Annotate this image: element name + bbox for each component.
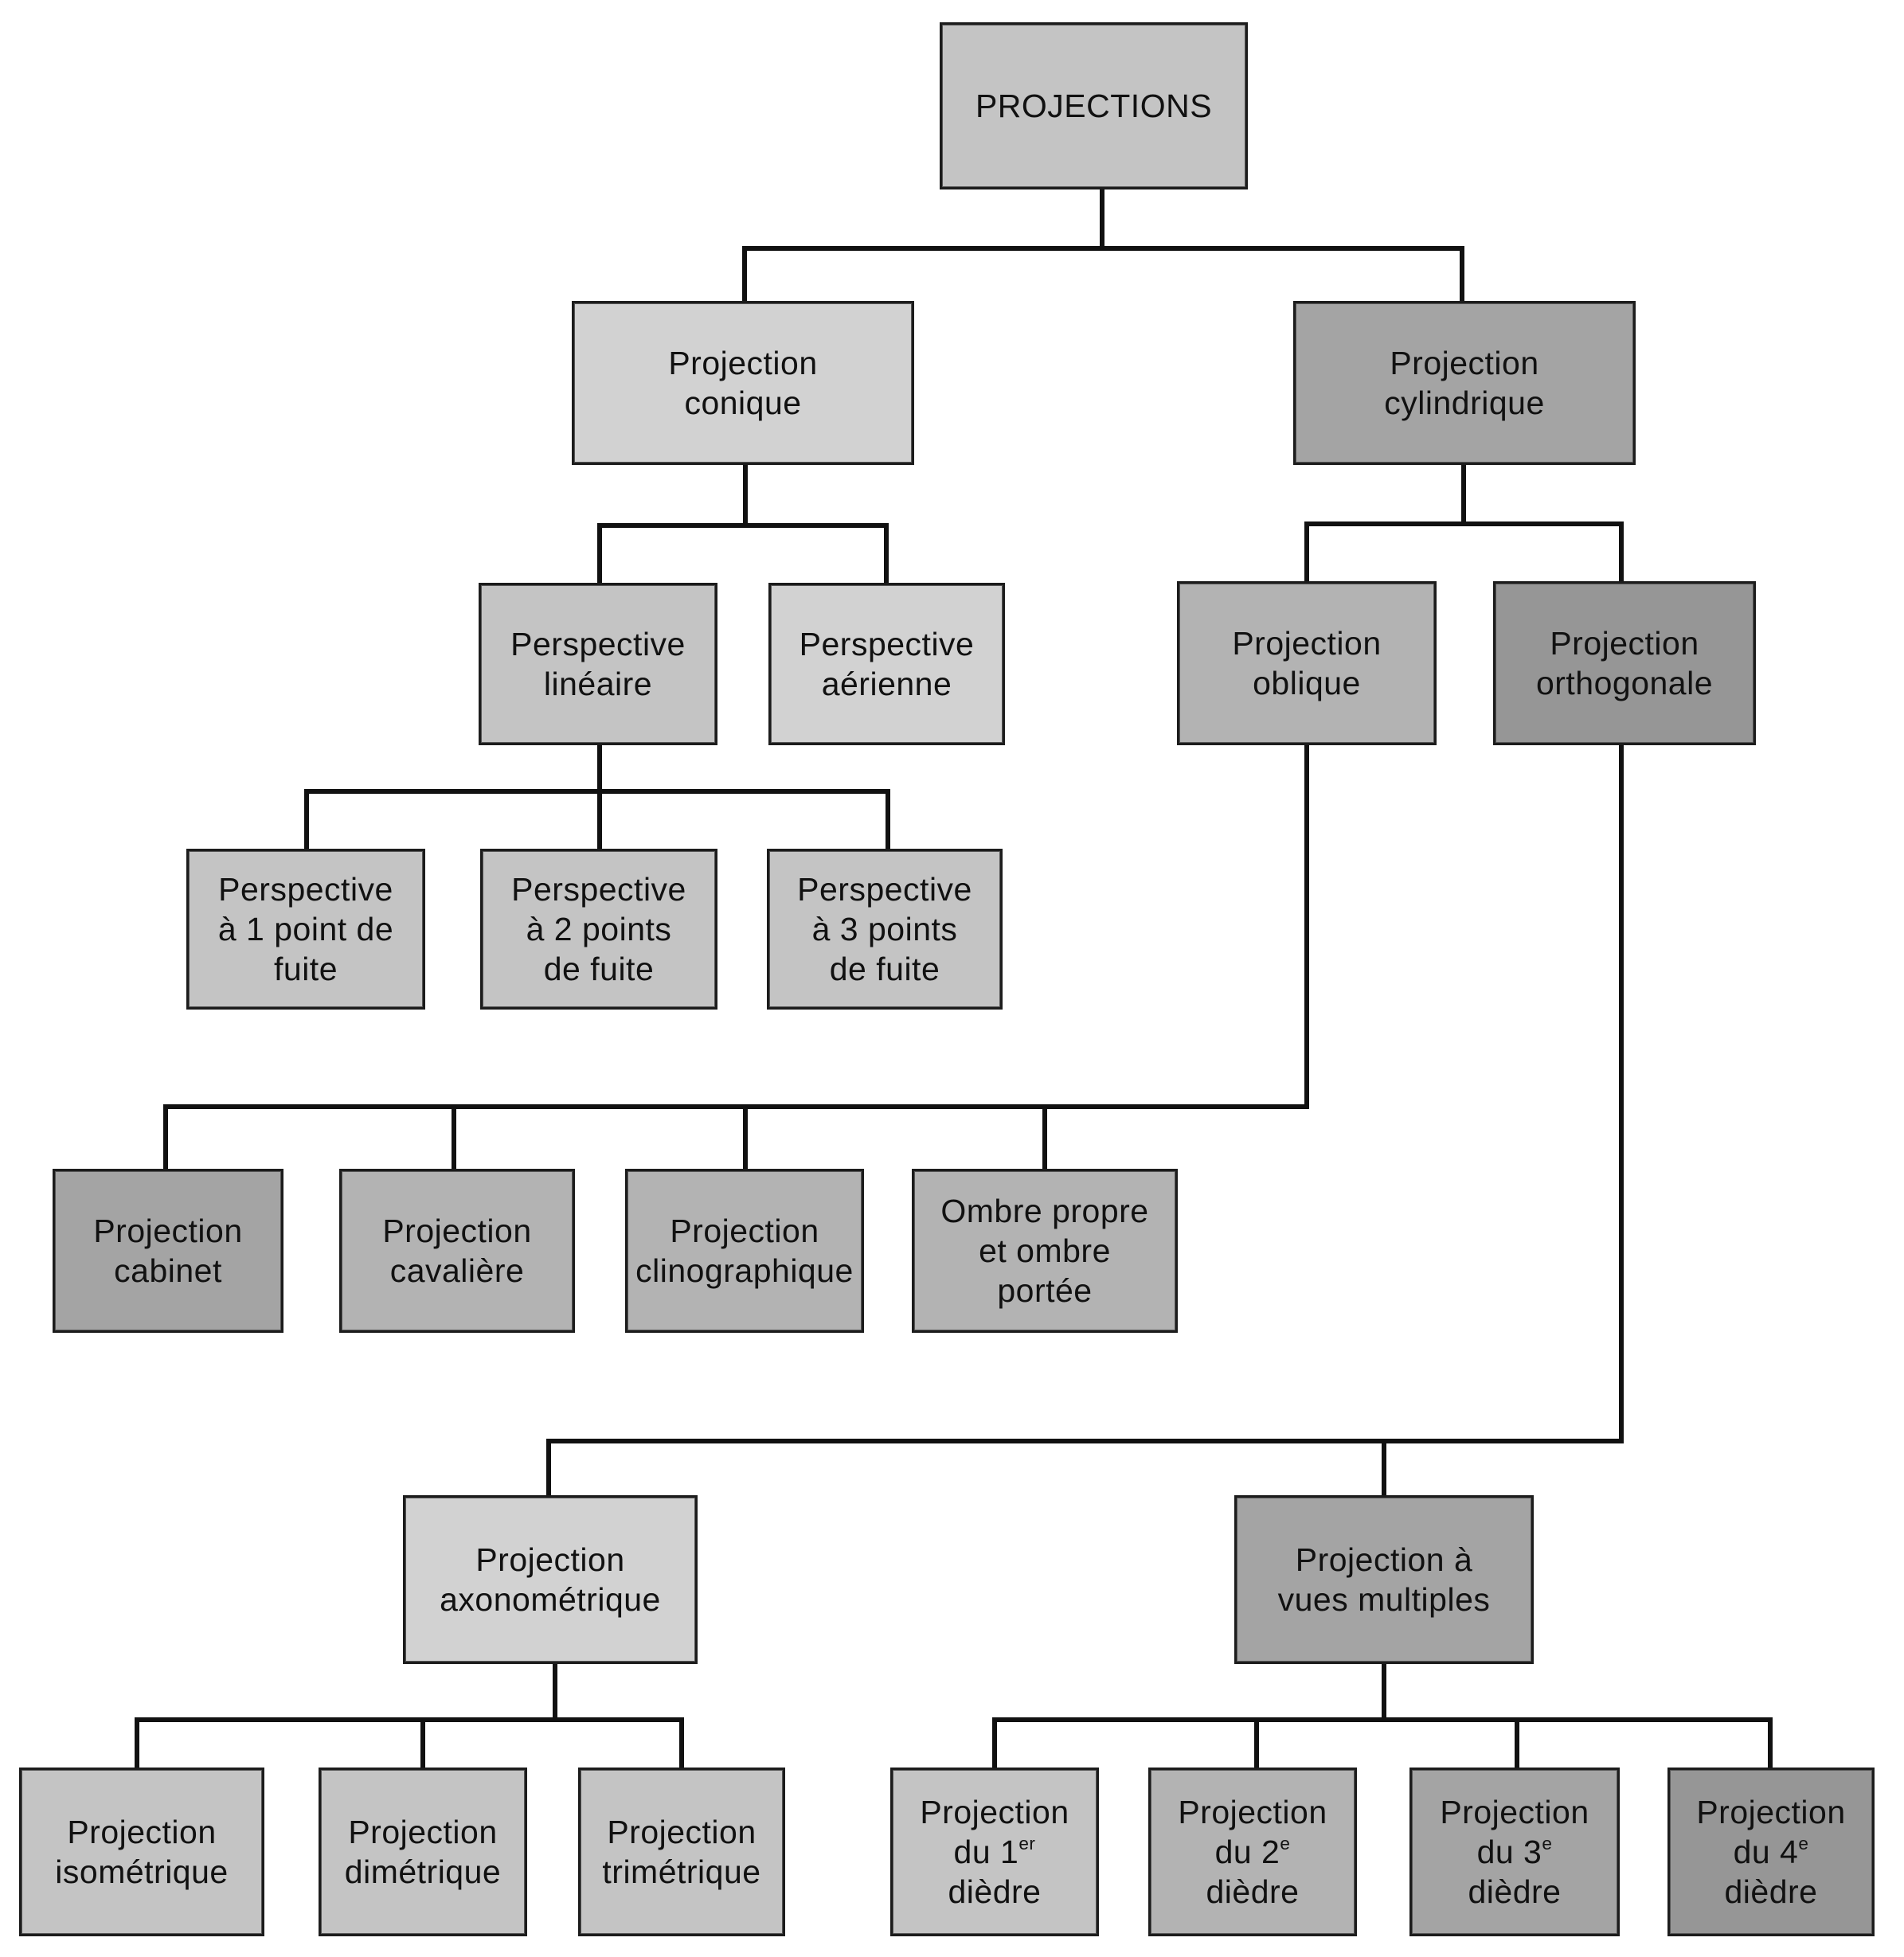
diedre-4-line2: du 4 [1733,1833,1799,1870]
node-projection-oblique: Projection oblique [1177,581,1437,745]
connector-cylindrique-orthogonale [1461,521,1624,585]
node-projection-1er-diedre: Projection du 1er dièdre [890,1768,1099,1936]
diedre-4-line3: dièdre [1724,1873,1818,1910]
diedre-1-sup: er [1018,1834,1036,1854]
node-projection-clinographique-label: Projection clinographique [635,1212,854,1289]
connector-root-conique [742,186,1104,305]
diedre-3-sup: e [1542,1834,1553,1854]
node-projection-2e-diedre: Projection du 2e dièdre [1148,1768,1357,1936]
node-perspective-aerienne: Perspective aérienne [768,583,1005,745]
node-projection-vues-multiples: Projection à vues multiples [1234,1495,1534,1664]
diedre-3-line1: Projection [1440,1793,1589,1830]
connector-oblique-children [163,741,1309,1173]
node-projection-trimetrique: Projection trimétrique [578,1768,785,1936]
diedre-2-sup: e [1280,1834,1291,1854]
node-projection-conique: Projection conique [572,301,914,465]
node-projections: PROJECTIONS [940,22,1248,189]
node-projection-axonometrique: Projection axonométrique [403,1495,698,1664]
node-perspective-1-point-label: Perspective à 1 point de fuite [217,870,394,987]
diedre-2-line3: dièdre [1206,1873,1300,1910]
node-perspective-2-points: Perspective à 2 points de fuite [480,849,717,1010]
connector-root-cylindrique [1100,246,1464,305]
node-projection-trimetrique-label: Projection trimétrique [602,1813,761,1890]
diedre-2-line2: du 2 [1214,1833,1280,1870]
node-perspective-aerienne-label: Perspective aérienne [799,625,975,702]
node-projection-4e-diedre: Projection du 4e dièdre [1667,1768,1875,1936]
node-projection-orthogonale-label: Projection orthogonale [1535,624,1714,701]
diedre-3-line2: du 3 [1476,1833,1542,1870]
node-ombre-propre-label: Ombre propre et ombre portée [940,1192,1149,1309]
diedre-4-line1: Projection [1696,1793,1846,1830]
connector-vues-3e [1382,1717,1519,1771]
diedre-1-line1: Projection [920,1793,1069,1830]
node-projection-3e-diedre-label: Projection du 3e dièdre [1440,1792,1589,1912]
node-projection-cabinet: Projection cabinet [53,1169,283,1333]
connector-vues-children [992,1660,1386,1771]
node-projections-label: PROJECTIONS [975,87,1213,124]
node-perspective-1-point: Perspective à 1 point de fuite [186,849,425,1010]
connector-lineaire-3points [597,789,890,853]
node-perspective-3-points-label: Perspective à 3 points de fuite [797,870,972,987]
node-projection-axonometrique-label: Projection axonométrique [440,1541,661,1618]
node-projection-clinographique: Projection clinographique [625,1169,864,1333]
node-projection-cylindrique-label: Projection cylindrique [1384,344,1545,421]
connector-axono-trimetrique [553,1717,684,1771]
connector-axono-children [135,1660,557,1771]
connector-orthogonale-children [546,741,1624,1499]
node-perspective-2-points-label: Perspective à 2 points de fuite [511,870,686,987]
connector-conique-aerienne [743,523,889,587]
node-perspective-3-points: Perspective à 3 points de fuite [767,849,1003,1010]
node-projection-isometrique: Projection isométrique [19,1768,264,1936]
node-projection-orthogonale: Projection orthogonale [1493,581,1756,745]
node-projection-dimetrique: Projection dimétrique [319,1768,527,1936]
connector-lineaire-fuite [304,741,602,853]
connector-conique-lineaire [597,461,748,587]
node-projection-dimetrique-label: Projection dimétrique [344,1813,502,1890]
diedre-1-line2: du 1 [953,1833,1019,1870]
node-projection-2e-diedre-label: Projection du 2e dièdre [1178,1792,1327,1912]
diedre-3-line3: dièdre [1468,1873,1562,1910]
node-projection-isometrique-label: Projection isométrique [55,1813,229,1890]
node-projection-3e-diedre: Projection du 3e dièdre [1409,1768,1620,1936]
node-projection-cylindrique: Projection cylindrique [1293,301,1636,465]
diedre-4-sup: e [1798,1834,1809,1854]
connector-cylindrique-oblique [1304,463,1466,585]
node-projection-vues-multiples-label: Projection à vues multiples [1277,1541,1491,1618]
node-projection-conique-label: Projection conique [668,344,818,421]
node-projection-cabinet-label: Projection cabinet [93,1212,243,1289]
node-projection-1er-diedre-label: Projection du 1er dièdre [920,1792,1069,1912]
node-perspective-lineaire: Perspective linéaire [479,583,717,745]
diedre-1-line3: dièdre [948,1873,1042,1910]
diedre-2-line1: Projection [1178,1793,1327,1830]
node-projection-cavaliere: Projection cavalière [339,1169,575,1333]
node-projection-4e-diedre-label: Projection du 4e dièdre [1696,1792,1845,1912]
node-projection-cavaliere-label: Projection cavalière [382,1212,532,1289]
node-perspective-lineaire-label: Perspective linéaire [510,625,686,702]
node-projection-oblique-label: Projection oblique [1232,624,1382,701]
connector-vues-4e [1515,1717,1773,1771]
node-ombre-propre: Ombre propre et ombre portée [912,1169,1178,1333]
